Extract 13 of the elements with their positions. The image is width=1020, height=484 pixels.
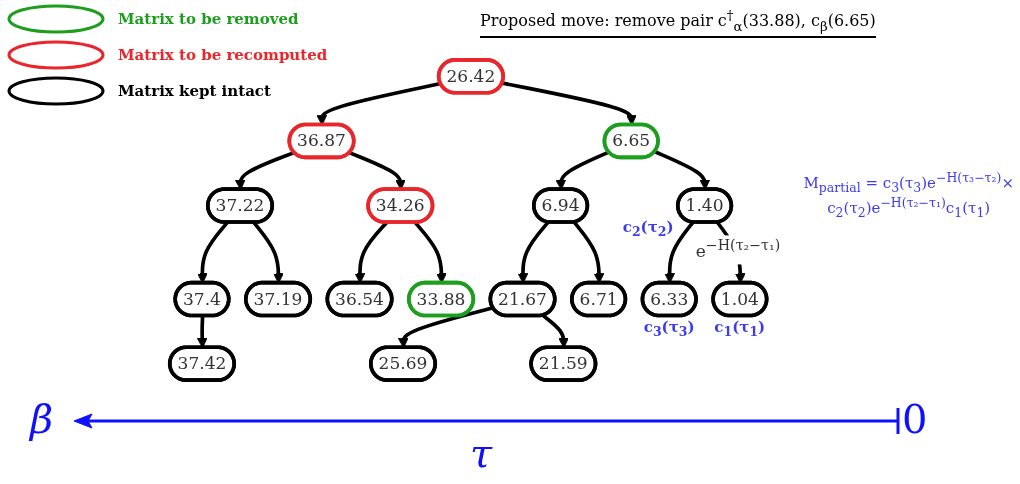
legend-label: Matrix to be removed (118, 10, 299, 28)
node-annotation: c$_{2}$(τ$_{2}$) (622, 218, 674, 240)
legend-label: Matrix kept intact (118, 82, 271, 100)
edge-label: e$^{−H(τ₂−τ₁)}$ (695, 236, 781, 261)
node-annotation: c$_{1}$(τ$_{1}$) (714, 317, 766, 339)
legend-label: Matrix to be recomputed (118, 46, 328, 64)
axis-label: τ (470, 430, 493, 476)
node-annotation: c$_{3}$(τ$_{3}$) (643, 317, 695, 339)
title: Proposed move: remove pair c$^{†}$$_{α}$(33.88), c$_{β}$(6.65) (480, 8, 876, 38)
axis-label: β (30, 396, 54, 442)
formula: M$_{partial}$ = c$_{3}$(τ$_{3}$)e$^{−H(τ₃−τ₂)}$× (803, 170, 1014, 195)
formula: c$_{2}$(τ$_{2}$)e$^{−H(τ₂−τ₁)}$c$_{1}$(τ$_{1}$) (826, 195, 992, 220)
axis-label: 0 (902, 396, 928, 442)
